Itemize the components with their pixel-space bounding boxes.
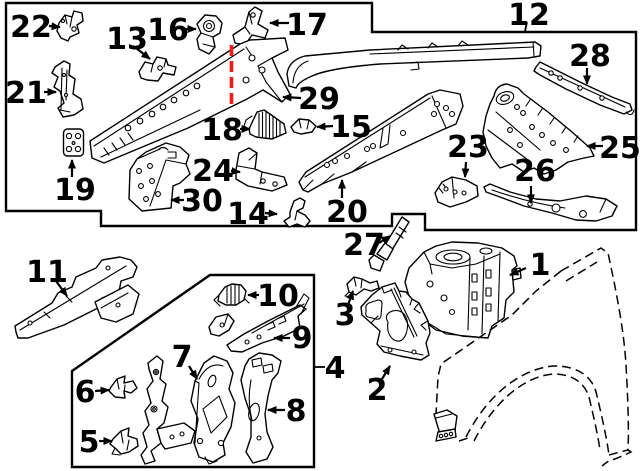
callout-15[interactable]: 15 (330, 110, 372, 145)
part-22-art (56, 10, 84, 42)
callout-27-arrow (378, 235, 391, 244)
lower-left-group-border (70, 273, 316, 469)
callout-2-arrow (381, 365, 391, 380)
callout-13-arrow (135, 47, 151, 60)
callout-25[interactable]: 25 (599, 131, 640, 166)
callout-1[interactable]: 1 (530, 248, 551, 283)
callout-20[interactable]: 20 (326, 195, 368, 230)
part-28-art (533, 61, 635, 116)
callout-11[interactable]: 11 (26, 255, 68, 290)
callout-18[interactable]: 18 (201, 113, 243, 148)
callout-4[interactable]: 4 (325, 351, 346, 386)
callout-labels: 22 13 16 17 12 21 29 28 18 15 25 23 19 2… (5, 0, 640, 460)
part-11-art (14, 256, 140, 339)
callout-29[interactable]: 29 (298, 82, 340, 117)
callout-14-arrow (264, 209, 278, 218)
part-5-art (109, 427, 139, 456)
part-2-art (360, 282, 431, 361)
part-29-art (89, 37, 291, 164)
part-7-art (190, 355, 236, 465)
callout-30[interactable]: 30 (181, 184, 223, 219)
callout-22-arrow (48, 22, 61, 31)
callout-12-leader (524, 21, 528, 32)
part-21-art (51, 60, 84, 118)
part-17-art (232, 6, 269, 46)
callout-3-arrow (346, 290, 355, 306)
part-19-art (62, 128, 85, 157)
part-7-pillar-art (140, 355, 196, 465)
callout-29-arrow (282, 93, 302, 102)
part-16-art (196, 14, 223, 55)
callout-22[interactable]: 22 (10, 10, 52, 45)
part-18-art (243, 109, 287, 140)
callout-13[interactable]: 13 (106, 22, 148, 57)
callout-arrows (44, 19, 603, 445)
callout-10[interactable]: 10 (257, 279, 299, 314)
callout-2[interactable]: 2 (367, 373, 388, 408)
callout-28[interactable]: 28 (569, 39, 611, 74)
callout-17[interactable]: 17 (286, 8, 328, 43)
callout-6-arrow (94, 386, 110, 395)
callout-23-arrow (461, 161, 470, 178)
callout-1-arrow (509, 266, 527, 277)
callout-7[interactable]: 7 (172, 340, 193, 375)
callout-9[interactable]: 9 (292, 321, 313, 356)
part-25-art (482, 83, 595, 175)
part-24-art (235, 147, 288, 192)
part-27-art (368, 216, 410, 272)
part-6-art (108, 375, 138, 399)
callout-8[interactable]: 8 (286, 394, 307, 429)
callout-26[interactable]: 26 (514, 154, 556, 189)
part-12-art (286, 40, 542, 89)
callout-3[interactable]: 3 (335, 298, 356, 333)
part-8-art (240, 352, 282, 464)
callout-19[interactable]: 19 (54, 173, 96, 208)
callout-5[interactable]: 5 (79, 425, 100, 460)
part-9-clip-art (208, 313, 235, 337)
part-23-art (434, 176, 479, 208)
callout-16[interactable]: 16 (147, 13, 189, 48)
part-30-art (128, 142, 191, 212)
callout-12[interactable]: 12 (508, 0, 550, 33)
part-20-art (298, 89, 464, 193)
callout-14[interactable]: 14 (227, 197, 269, 232)
callout-6[interactable]: 6 (75, 375, 96, 410)
callout-15-arrow (316, 122, 334, 131)
fender-outline-art (433, 247, 633, 467)
callout-24[interactable]: 24 (192, 154, 234, 189)
part-14-art (283, 197, 311, 228)
callout-11-arrow (55, 280, 68, 297)
callout-7-arrow (188, 365, 198, 380)
upper-group-border (4, 1, 638, 232)
part-26-art (483, 183, 618, 222)
callout-23[interactable]: 23 (447, 130, 489, 165)
part-9-art (226, 293, 310, 353)
callout-27[interactable]: 27 (343, 228, 385, 263)
callout-24-arrow (230, 167, 241, 176)
callout-21[interactable]: 21 (5, 76, 47, 111)
part-15-art (290, 118, 317, 135)
part-10-art (213, 283, 250, 307)
part-13-art (138, 56, 177, 82)
